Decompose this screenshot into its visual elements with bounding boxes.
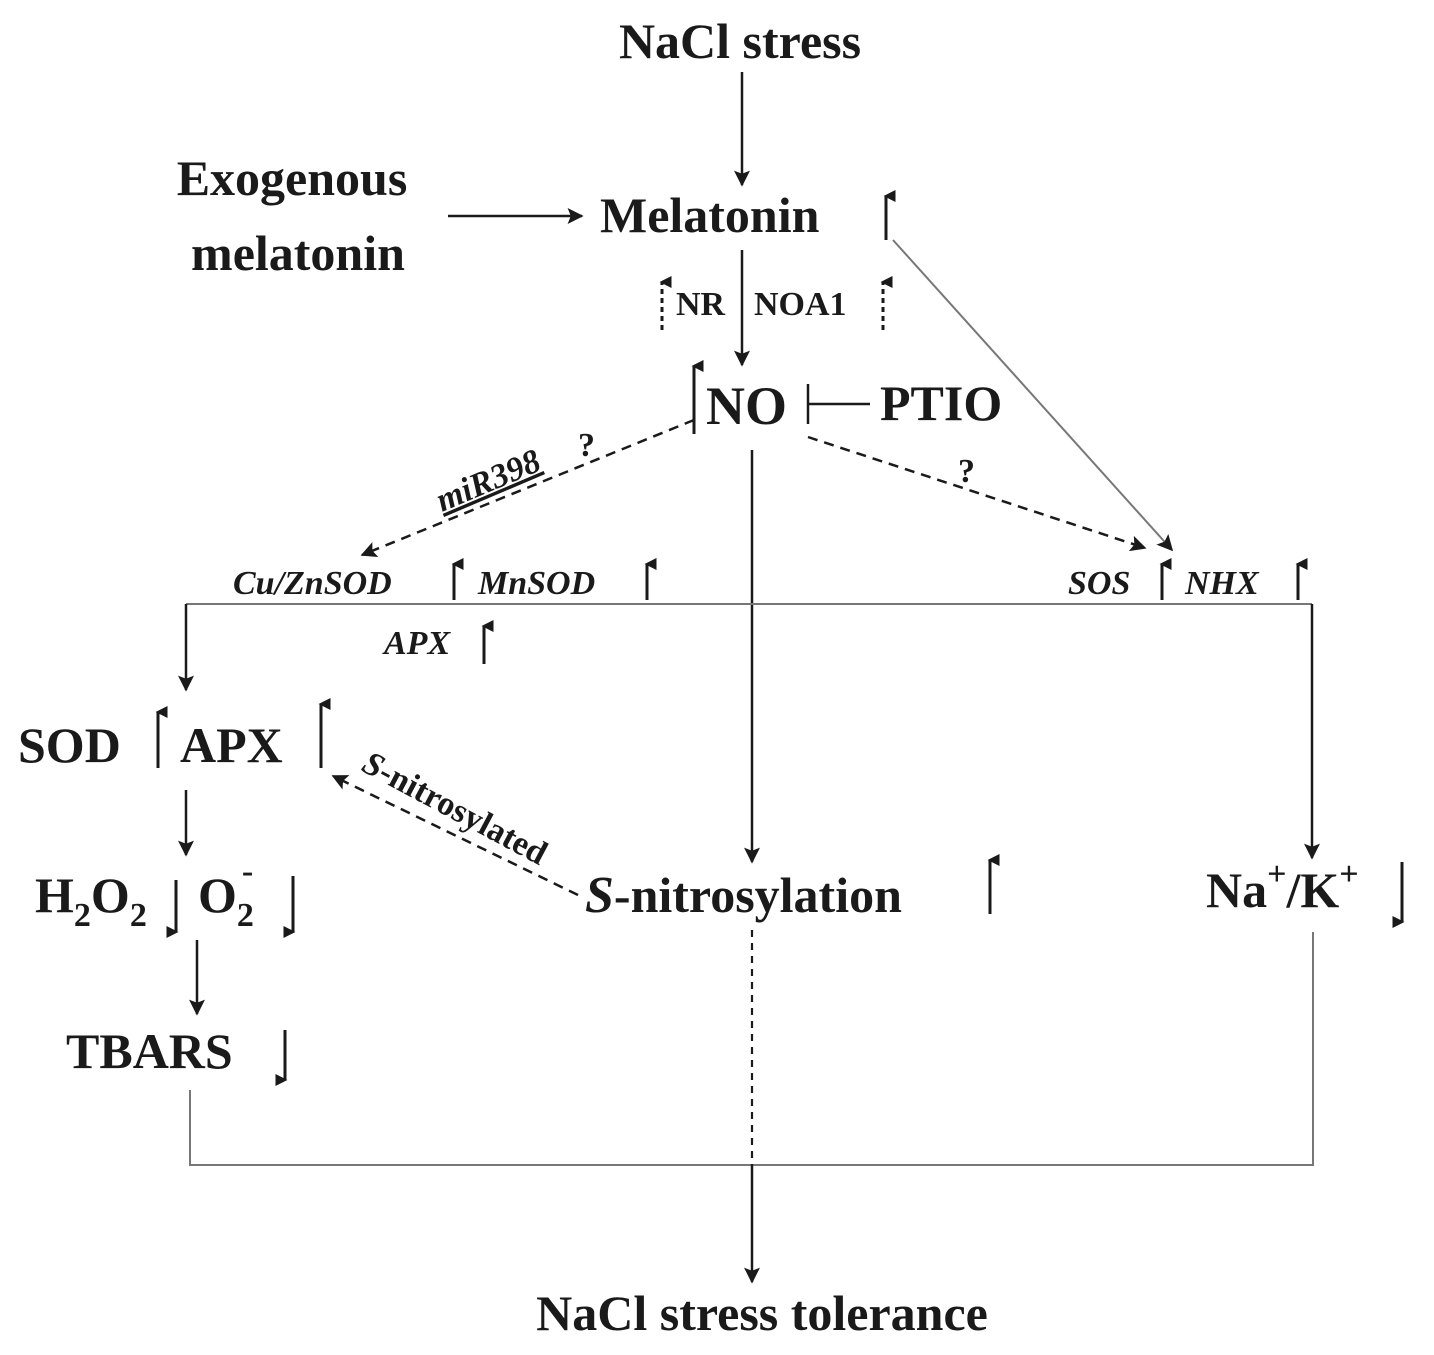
arrow-no-to-cuznsod [360,418,695,557]
edge-label-question-right: ? [958,453,975,490]
edge-label-mir398: miR398 [431,442,546,519]
node-h2o2: H2O2 [35,867,147,934]
node-no: NO [706,376,787,436]
gene-mnsod: MnSOD [477,565,595,602]
node-tbars: TBARS [66,1023,233,1079]
node-apx: APX [180,717,283,773]
node-melatonin: Melatonin [600,187,820,243]
node-ptio: PTIO [880,375,1002,431]
node-exogenous-line1: Exogenous [177,150,408,206]
label-nr: NR [676,286,726,323]
node-superoxide: O2- [198,853,254,934]
label-noa1: NOA1 [754,286,847,323]
gene-nhx: NHX [1184,565,1260,602]
arrow-no-to-sos [807,435,1147,552]
node-exogenous-line2: melatonin [191,225,405,281]
edge-label-question-left: ? [578,427,595,464]
gene-apx: APX [382,625,451,662]
arrow-melatonin-to-nhx [892,239,1174,552]
gene-cuznsod: Cu/ZnSOD [233,565,392,602]
arrow-s-nitrosylation-to-apx [331,774,579,897]
node-s-nitrosylation: S-nitrosylation [585,867,902,924]
node-nacl-tolerance: NaCl stress tolerance [536,1285,988,1341]
edge-label-s-nitrosylated: S-nitrosylated [356,744,553,872]
gene-sos: SOS [1068,565,1130,602]
node-sod: SOD [18,717,121,773]
node-na-k-ratio: Na+/K+ [1206,856,1359,918]
node-nacl-stress: NaCl stress [619,13,861,69]
